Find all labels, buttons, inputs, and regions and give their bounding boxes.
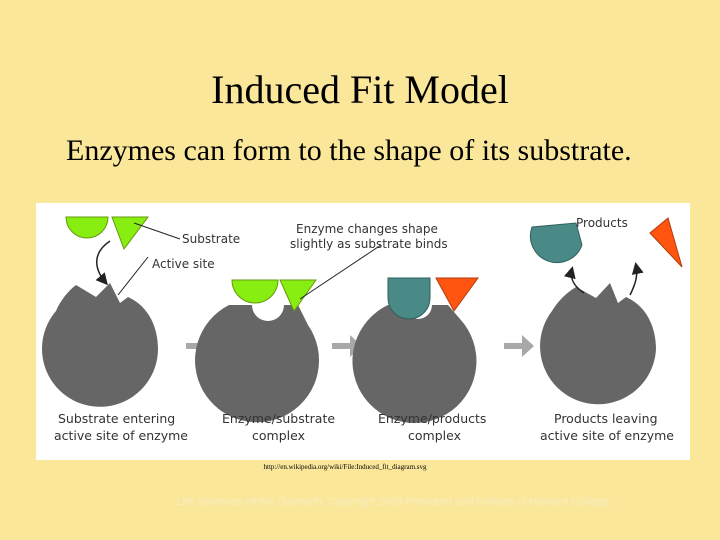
stage-3-product-triangle bbox=[435, 277, 479, 312]
diagram-svg: Substrate Active site Enzyme changes sha… bbox=[42, 216, 683, 443]
stage-4-product-triangle bbox=[649, 217, 683, 268]
slide-subtitle: Enzymes can form to the shape of its sub… bbox=[66, 134, 632, 167]
caption-4-line-1: Products leaving bbox=[554, 411, 658, 426]
stage-3-enzyme bbox=[352, 305, 477, 424]
caption-2-line-1: Enzyme/substrate bbox=[222, 411, 335, 426]
caption-2-line-2: complex bbox=[252, 428, 305, 443]
caption-3-line-2: complex bbox=[408, 428, 461, 443]
caption-1-line-1: Substrate entering bbox=[58, 411, 175, 426]
label-products: Products bbox=[576, 216, 628, 230]
caption-3-line-1: Enzyme/products bbox=[378, 411, 486, 426]
stage-4-product-round bbox=[529, 222, 583, 264]
shape-change-pointer bbox=[299, 244, 382, 300]
active-site-curved-arrow bbox=[95, 240, 111, 286]
source-url: http://en.wikipedia.org/wiki/File:Induce… bbox=[263, 463, 427, 471]
stage-1-enzyme bbox=[42, 283, 158, 407]
product-left-arrow bbox=[563, 266, 585, 294]
stage-3-product-round bbox=[387, 277, 431, 320]
stage-4-enzyme bbox=[540, 283, 656, 405]
induced-fit-diagram: Substrate Active site Enzyme changes sha… bbox=[36, 203, 690, 460]
stage-1-substrate-triangle bbox=[111, 216, 149, 251]
caption-4-line-2: active site of enzyme bbox=[540, 428, 674, 443]
label-enzyme-changes-1: Enzyme changes shape bbox=[296, 222, 438, 236]
stage-2-substrate-half-circle bbox=[231, 279, 279, 304]
stage-2-enzyme bbox=[195, 305, 320, 423]
arrow-3 bbox=[504, 335, 534, 357]
copyright-footer: Life Sciences-HHMI Outreach. Copyright 2… bbox=[176, 496, 612, 508]
label-active-site: Active site bbox=[152, 257, 215, 271]
label-substrate: Substrate bbox=[182, 232, 240, 246]
active-site-pointer bbox=[117, 256, 149, 296]
caption-1-line-2: active site of enzyme bbox=[54, 428, 188, 443]
slide-title: Induced Fit Model bbox=[211, 67, 509, 112]
product-right-arrow bbox=[629, 262, 644, 296]
label-enzyme-changes-2: slightly as substrate binds bbox=[290, 237, 448, 251]
stage-1-substrate-half-circle bbox=[65, 216, 109, 239]
substrate-pointer bbox=[133, 222, 181, 240]
